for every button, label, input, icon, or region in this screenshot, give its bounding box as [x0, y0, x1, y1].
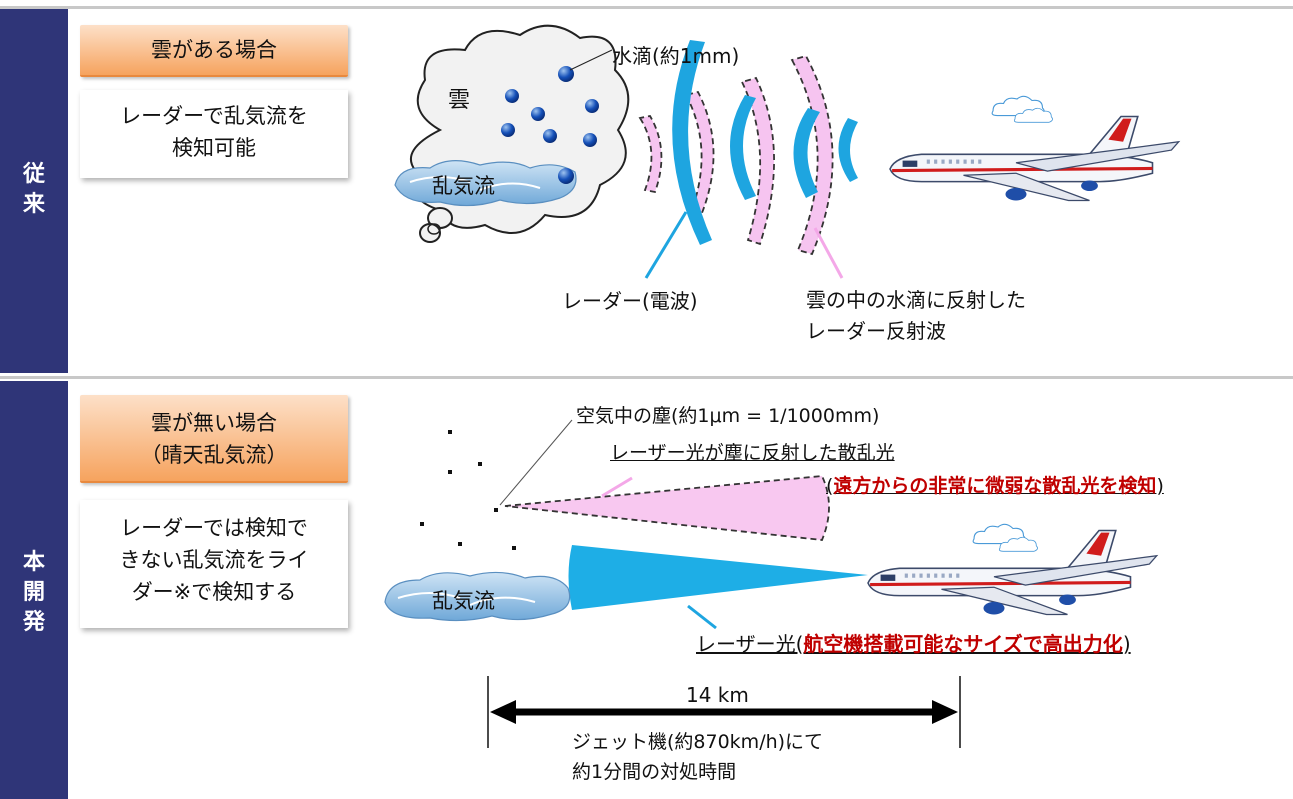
reflection-label: 雲の中の水滴に反射した レーダー反射波 — [806, 288, 1026, 343]
turbulence-label-conventional: 乱気流 — [432, 174, 495, 198]
turbulence-cloud-conventional — [394, 160, 577, 207]
description-new-development: レーダーでは検知で きない乱気流をライ ダー※で検知する — [80, 500, 348, 628]
distance-arrow — [487, 676, 961, 748]
distance-label: 14 km — [686, 683, 749, 707]
water-droplets — [501, 66, 599, 184]
sidebar-new-development — [0, 381, 68, 799]
top-divider — [0, 6, 1293, 9]
case-title-cloudy: 雲がある場合 — [80, 25, 348, 77]
case-title-clear-air: 雲が無い場合 （晴天乱気流） — [80, 395, 348, 483]
description-conventional: レーダーで乱気流を 検知可能 — [80, 90, 348, 178]
dust-label: 空気中の塵(約1μm = 1/1000mm) — [576, 405, 880, 427]
cloud-label: 雲 — [448, 88, 471, 113]
water-droplet-label: 水滴(約1mm) — [612, 44, 740, 68]
middle-divider — [0, 376, 1293, 379]
section-label-new-development: 本 開 発 — [22, 550, 45, 635]
radar-waves — [672, 40, 858, 245]
dust-particles — [420, 430, 516, 550]
scatter-cone — [504, 475, 830, 541]
scatter-label: レーザー光が塵に反射した散乱光 — [610, 442, 895, 464]
section-label-conventional: 従 来 — [22, 162, 45, 217]
scatter-note: (遠方からの非常に微弱な散乱光を検知) — [826, 475, 1164, 497]
laser-beam — [568, 545, 868, 610]
turbulence-label-new: 乱気流 — [432, 589, 495, 613]
laser-label: レーザー光(航空機搭載可能なサイズで高出力化) — [696, 632, 1131, 656]
radar-label: レーダー(電波) — [562, 289, 698, 313]
turbulence-cloud-new — [384, 571, 571, 622]
sidebar-conventional — [0, 8, 68, 373]
response-time-label: ジェット機(約870km/h)にて 約1分間の対処時間 — [572, 731, 824, 783]
